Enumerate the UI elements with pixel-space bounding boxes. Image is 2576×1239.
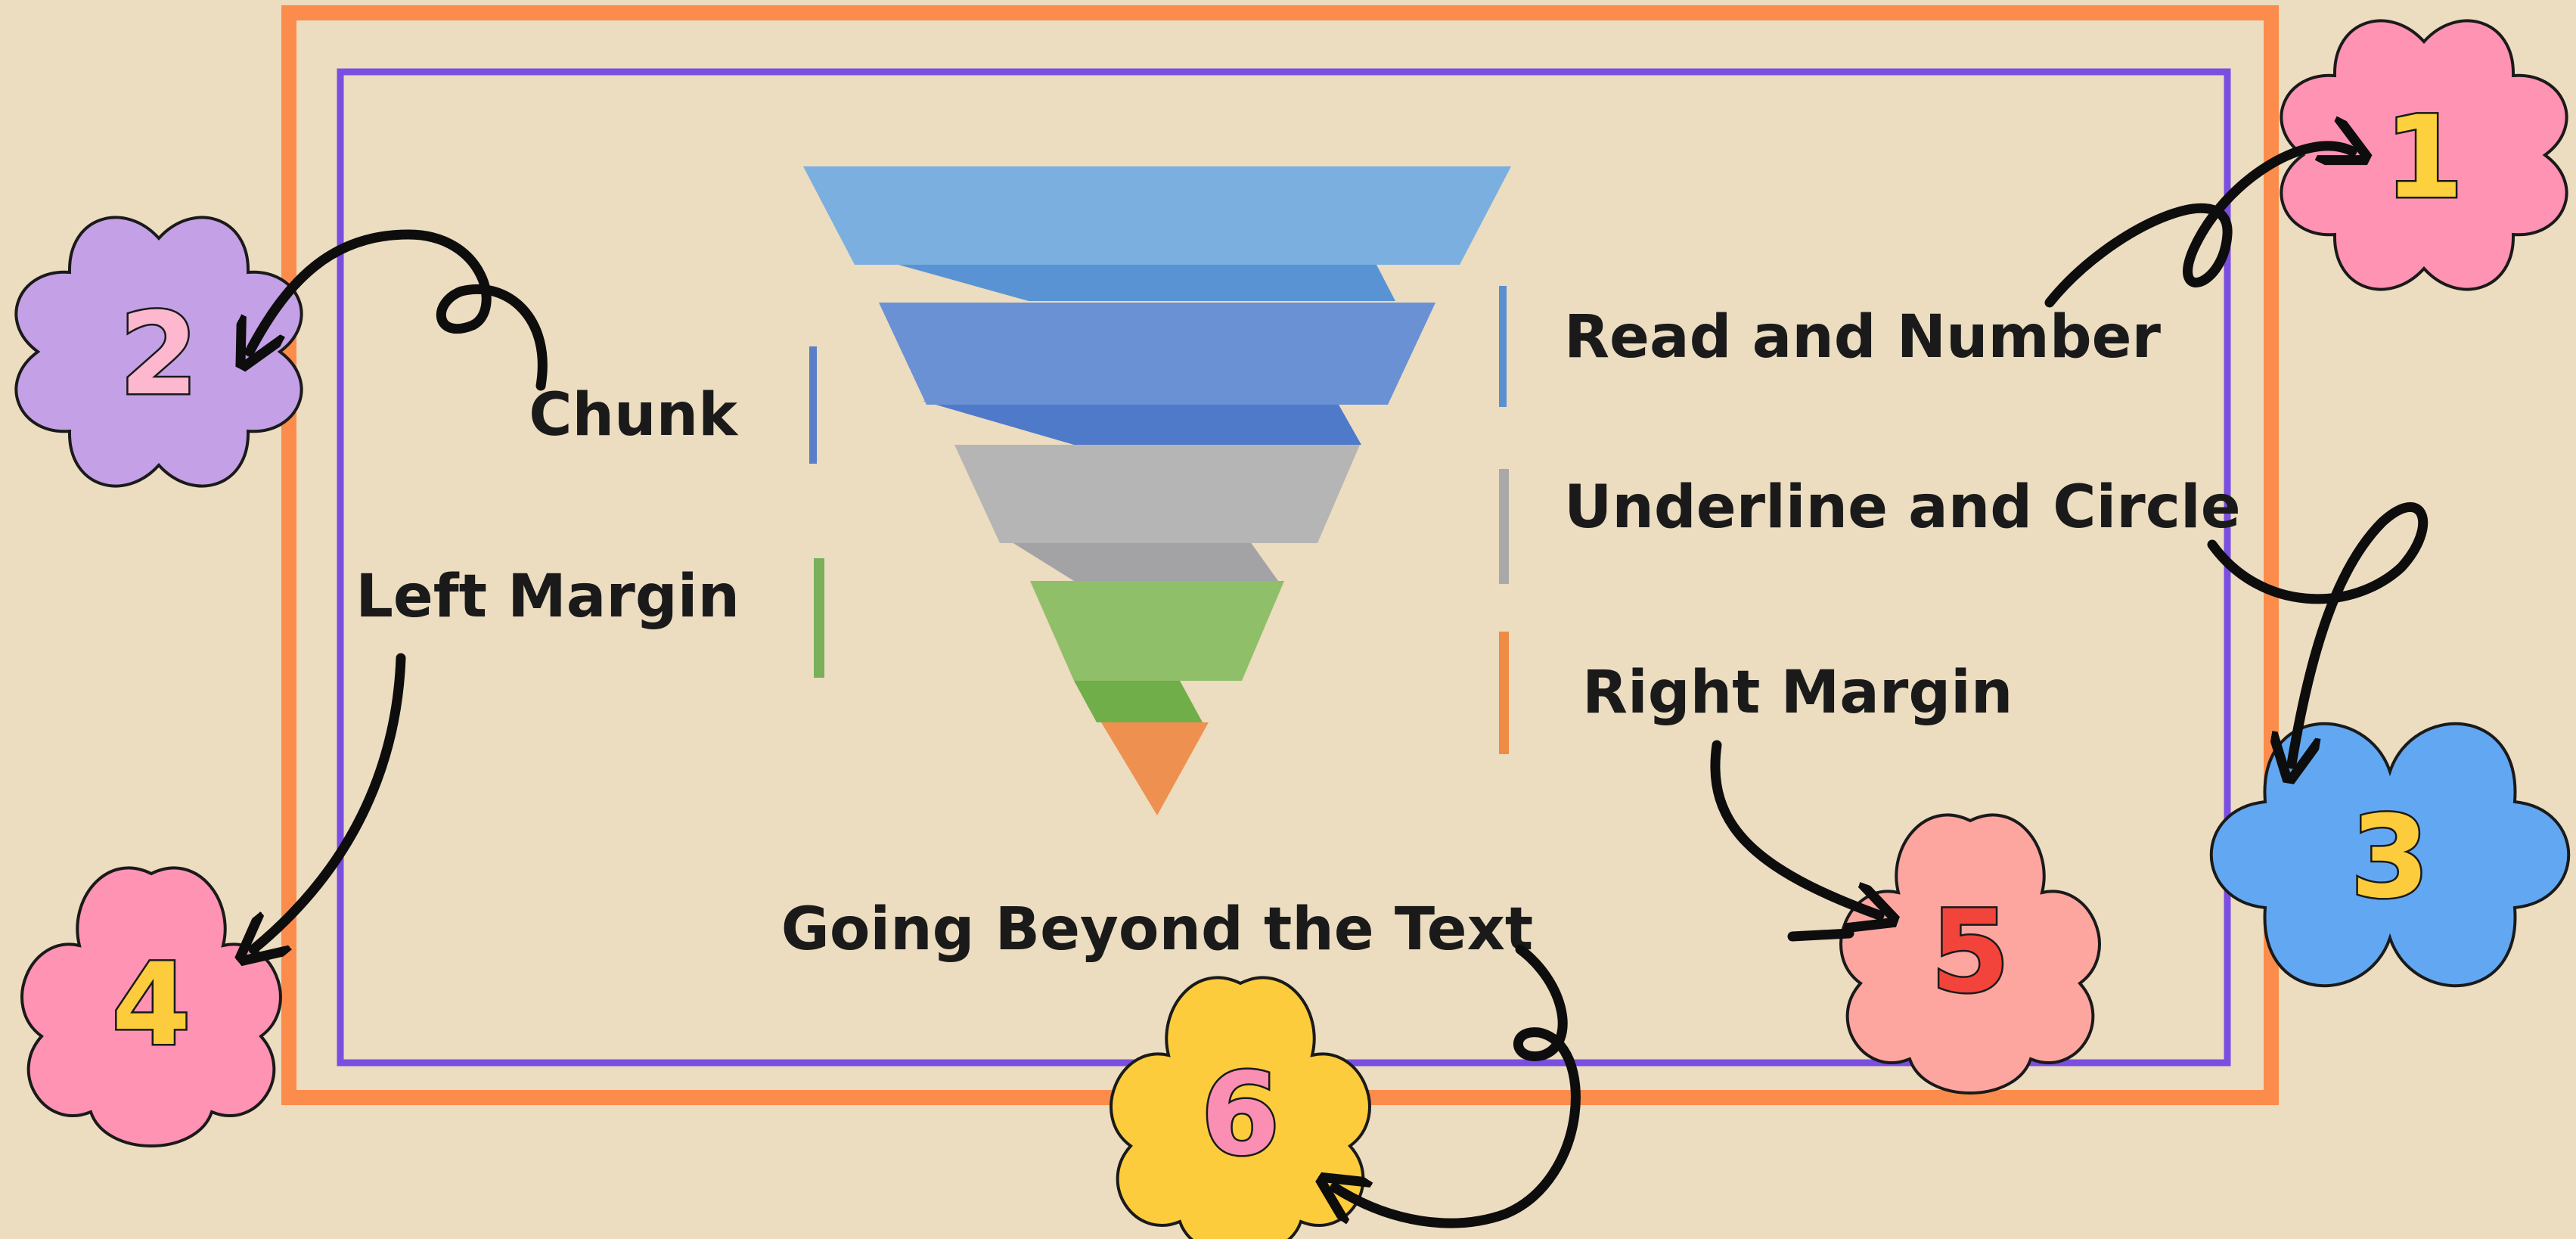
badge-4-number: 4 xyxy=(112,939,191,1071)
underline-and-circle-bar xyxy=(1499,469,1509,584)
funnel-stage-3-fold xyxy=(1006,539,1278,581)
arrow-to-badge-4 xyxy=(253,653,406,949)
funnel-stage-4 xyxy=(1030,581,1284,681)
read-and-number-bar xyxy=(1499,286,1507,407)
going-beyond-label: Going Beyond the Text xyxy=(781,896,1533,964)
left-margin-bar xyxy=(814,558,824,678)
badge-5: 5 xyxy=(1839,813,2101,1095)
badge-1: 1 xyxy=(2280,19,2568,291)
funnel-stage-3 xyxy=(954,445,1360,543)
arrow-to-badge-1 xyxy=(2044,146,2352,308)
funnel-stage-2-fold xyxy=(923,401,1361,445)
badge-3-number: 3 xyxy=(2351,792,2429,924)
badge-5-number: 5 xyxy=(1931,887,2010,1018)
underline-and-circle-label: Underline and Circle xyxy=(1564,474,2241,542)
funnel-graphic xyxy=(803,166,1511,815)
badge-3: 3 xyxy=(2209,722,2571,988)
arrow-5-tail xyxy=(1787,928,1854,942)
arrow-to-badge-5 xyxy=(1710,740,1879,915)
funnel-stage-1-fold xyxy=(885,261,1395,301)
right-margin-label: Right Margin xyxy=(1582,659,2013,727)
funnel-stage-4-fold xyxy=(1074,681,1203,722)
badge-2: 2 xyxy=(14,216,303,488)
badge-2-number: 2 xyxy=(119,289,198,421)
funnel-stage-2 xyxy=(879,303,1435,405)
badge-6: 6 xyxy=(1110,976,1371,1239)
funnel-stage-1 xyxy=(803,166,1511,265)
chunk-bar xyxy=(809,346,817,464)
badge-1-number: 1 xyxy=(2385,92,2463,224)
read-and-number-label: Read and Number xyxy=(1564,303,2162,371)
badge-4: 4 xyxy=(20,866,282,1147)
left-margin-label: Left Margin xyxy=(355,563,740,631)
badge-6-number: 6 xyxy=(1201,1049,1280,1181)
chunk-label: Chunk xyxy=(529,381,739,449)
arrow-to-badge-2 xyxy=(250,229,548,391)
funnel-stage-5 xyxy=(1101,722,1209,815)
arrow-to-badge-6 xyxy=(1335,944,1581,1228)
right-margin-bar xyxy=(1499,632,1509,754)
arrow-to-badge-3 xyxy=(2207,502,2429,764)
